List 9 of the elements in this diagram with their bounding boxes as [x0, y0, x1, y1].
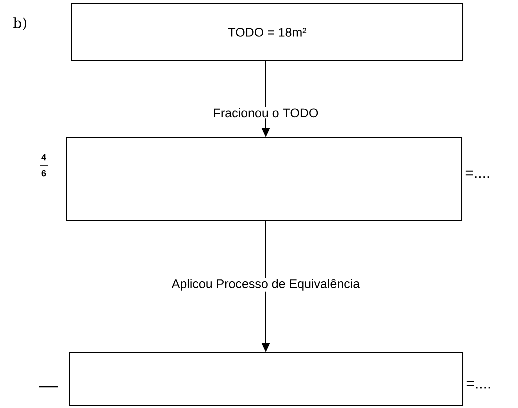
process-box — [70, 352, 464, 406]
process-box: TODO = 18m² — [72, 4, 464, 62]
fraction: 4 6 — [40, 154, 48, 177]
result-blank: =.... — [466, 170, 490, 178]
edge-label: Fracionou o TODO — [214, 108, 318, 118]
result-blank: =.... — [466, 381, 490, 389]
edge-label: Aplicou Processo de Equivalência — [172, 279, 360, 291]
process-box — [66, 138, 462, 222]
item-letter: b) — [14, 18, 27, 30]
